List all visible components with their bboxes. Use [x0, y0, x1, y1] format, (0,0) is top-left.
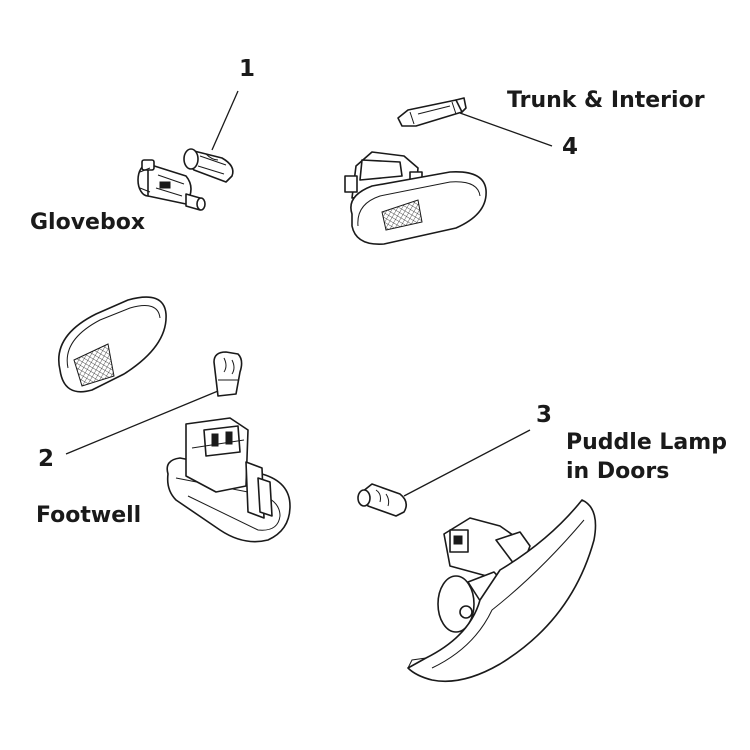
caption-footwell: Footwell: [36, 503, 142, 528]
leader-line-4: [459, 112, 553, 147]
caption-glovebox: Glovebox: [30, 210, 146, 235]
footwell-lens: [58, 296, 167, 393]
puddle-lamp-housing: [407, 499, 597, 683]
callout-2: 2: [38, 446, 55, 472]
callout-3: 3: [536, 402, 553, 428]
festoon-bulb: [397, 97, 467, 127]
glovebox-bulb-holder: [137, 159, 206, 211]
caption-trunk-interior: Trunk & Interior: [507, 88, 705, 113]
trunk-interior-lamp: [344, 151, 487, 245]
leader-line-2: [65, 390, 219, 455]
leader-line-3: [403, 429, 531, 497]
leader-line-1: [211, 90, 239, 151]
puddle-lamp-bulb: [357, 483, 408, 517]
glovebox-bulb: [183, 148, 234, 183]
caption-puddle-lamp-line2: in Doors: [566, 459, 670, 484]
callout-4: 4: [562, 134, 579, 160]
caption-puddle-lamp-line1: Puddle Lamp: [566, 430, 727, 455]
footwell-wedge-bulb: [213, 351, 243, 397]
footwell-lamp-housing: [166, 417, 291, 543]
callout-1: 1: [239, 56, 256, 82]
